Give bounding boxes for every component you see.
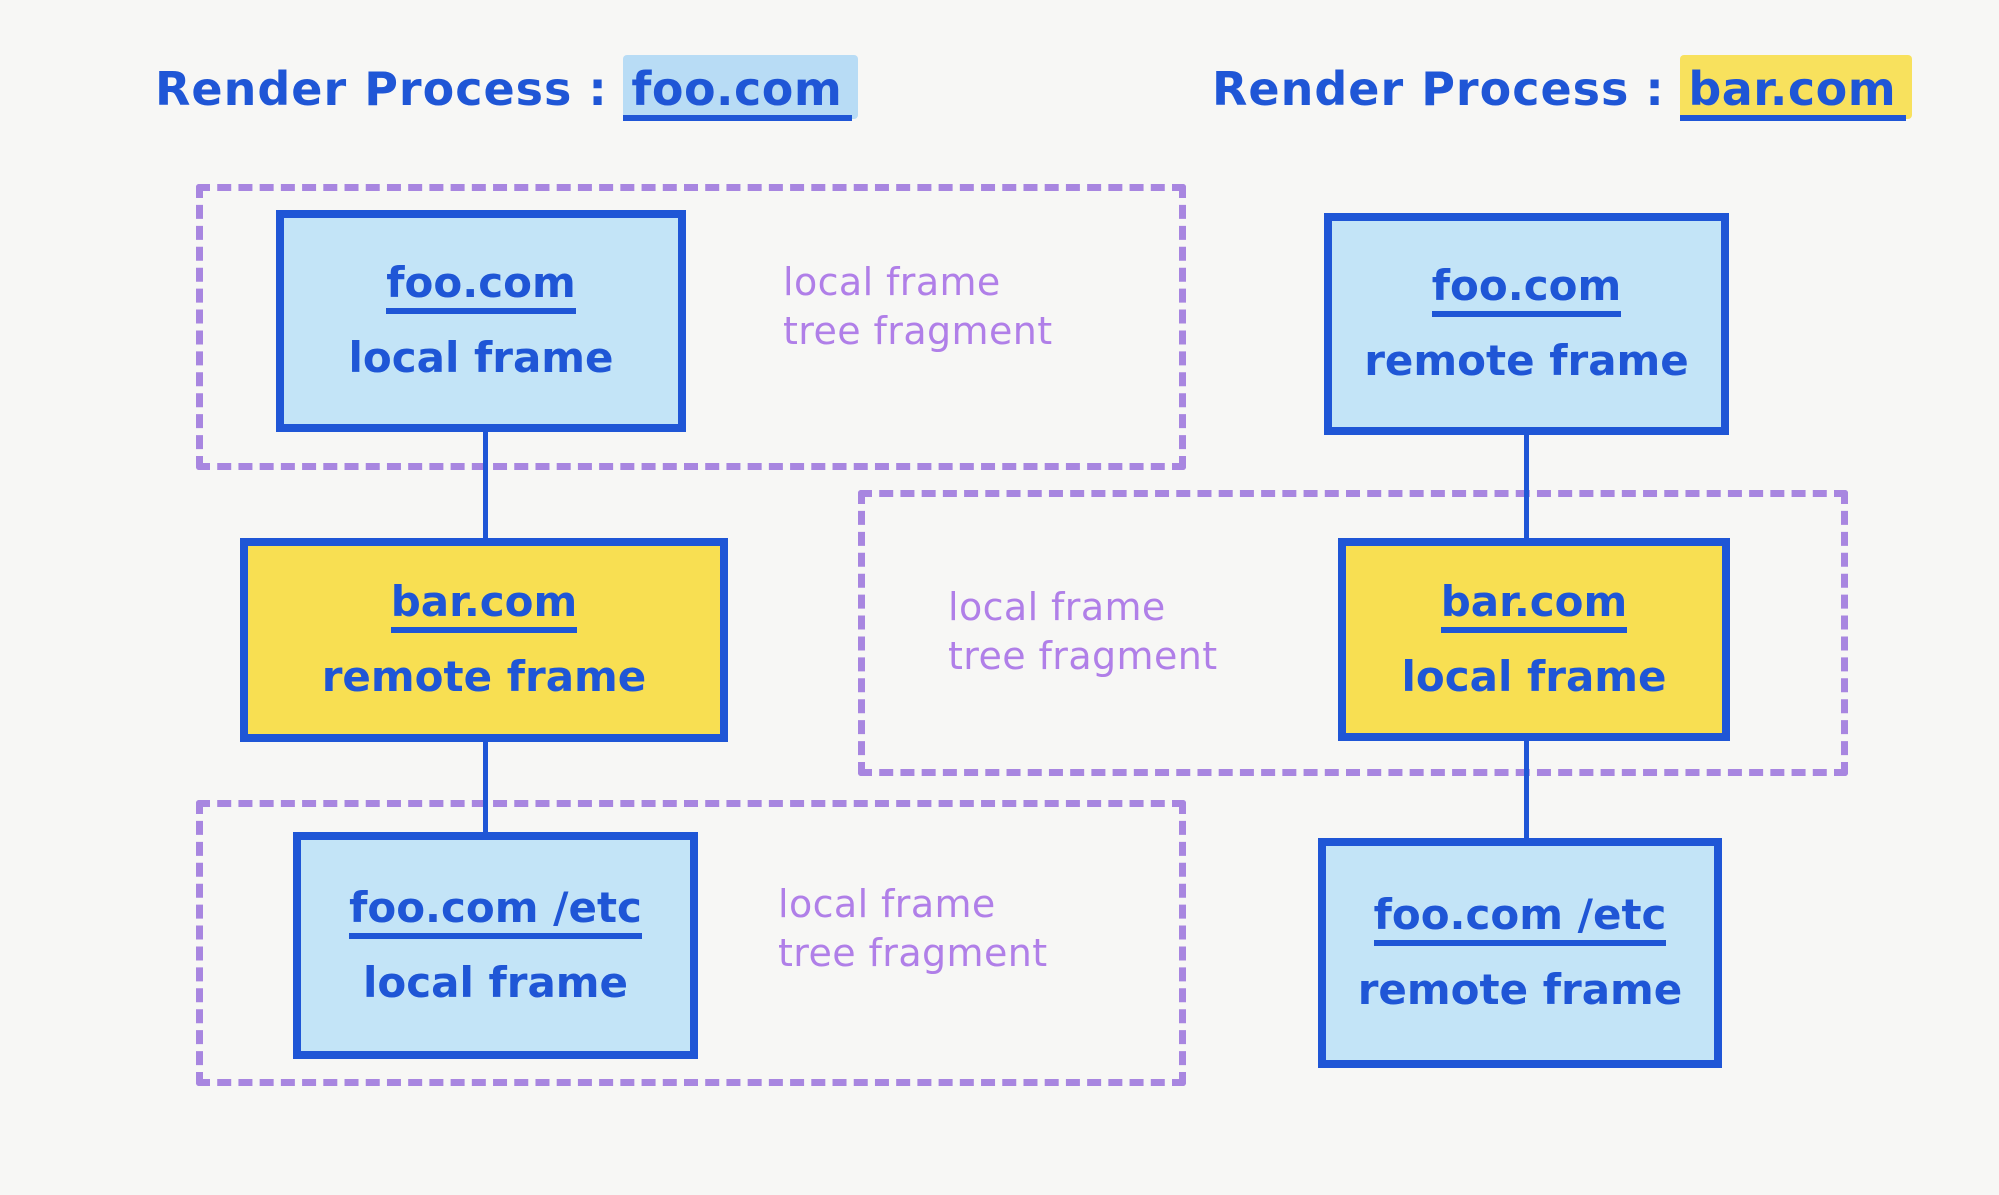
frame-origin-right-1: foo.com (1431, 262, 1622, 318)
frame-box-left-fooetc-local[interactable]: foo.com /etc local frame (293, 832, 698, 1059)
frame-kind-left-1: local frame (348, 333, 614, 383)
frame-kind-left-3: local frame (362, 957, 629, 1007)
frame-origin-right-2: bar.com (1440, 578, 1628, 633)
frame-origin-left-2: bar.com (390, 578, 578, 634)
frame-kind-right-2: local frame (1401, 651, 1667, 701)
local-frame-tree-fragment-group-top-left (196, 184, 1186, 470)
frame-box-left-bar-remote[interactable]: bar.com remote frame (240, 538, 728, 742)
render-process-label-left: Render Process (155, 62, 573, 116)
connector-right-1-to-2 (1524, 432, 1529, 542)
frame-origin-right-3: foo.com /etc (1373, 891, 1667, 947)
frame-kind-right-1: remote frame (1364, 336, 1689, 386)
heading-colon-right: : (1645, 62, 1665, 116)
frame-box-right-fooetc-remote[interactable]: foo.com /etc remote frame (1318, 838, 1722, 1068)
connector-left-2-to-3 (483, 740, 488, 845)
connector-right-2-to-3 (1524, 738, 1529, 846)
frame-box-right-foo-remote[interactable]: foo.com remote frame (1324, 213, 1729, 435)
frame-origin-left-3: foo.com /etc (349, 884, 642, 939)
render-process-origin-foo: foo.com (623, 54, 859, 122)
fragment-label-top-left: local frame tree fragment (783, 260, 1053, 353)
local-frame-tree-fragment-group-bottom-left (196, 800, 1186, 1086)
heading-colon-left: : (588, 62, 608, 116)
render-process-origin-foo-text: foo.com (631, 62, 843, 116)
fragment-label-middle: local frame tree fragment (948, 585, 1218, 678)
render-process-origin-bar-text: bar.com (1688, 62, 1897, 116)
frame-box-right-bar-local[interactable]: bar.com local frame (1338, 538, 1730, 741)
render-process-label-right: Render Process (1212, 62, 1630, 116)
render-process-heading-foo: Render Process : foo.com (155, 54, 859, 122)
connector-left-1-to-2 (483, 430, 488, 540)
frame-kind-right-3: remote frame (1357, 965, 1683, 1015)
frame-box-left-foo-local[interactable]: foo.com local frame (276, 210, 686, 432)
frame-origin-left-1: foo.com (386, 259, 576, 315)
frame-kind-left-2: remote frame (321, 652, 647, 702)
local-frame-tree-fragment-group-middle (858, 490, 1848, 776)
render-process-origin-bar: bar.com (1680, 54, 1913, 122)
fragment-label-bottom-left: local frame tree fragment (778, 882, 1048, 975)
render-process-heading-bar: Render Process : bar.com (1212, 54, 1913, 122)
